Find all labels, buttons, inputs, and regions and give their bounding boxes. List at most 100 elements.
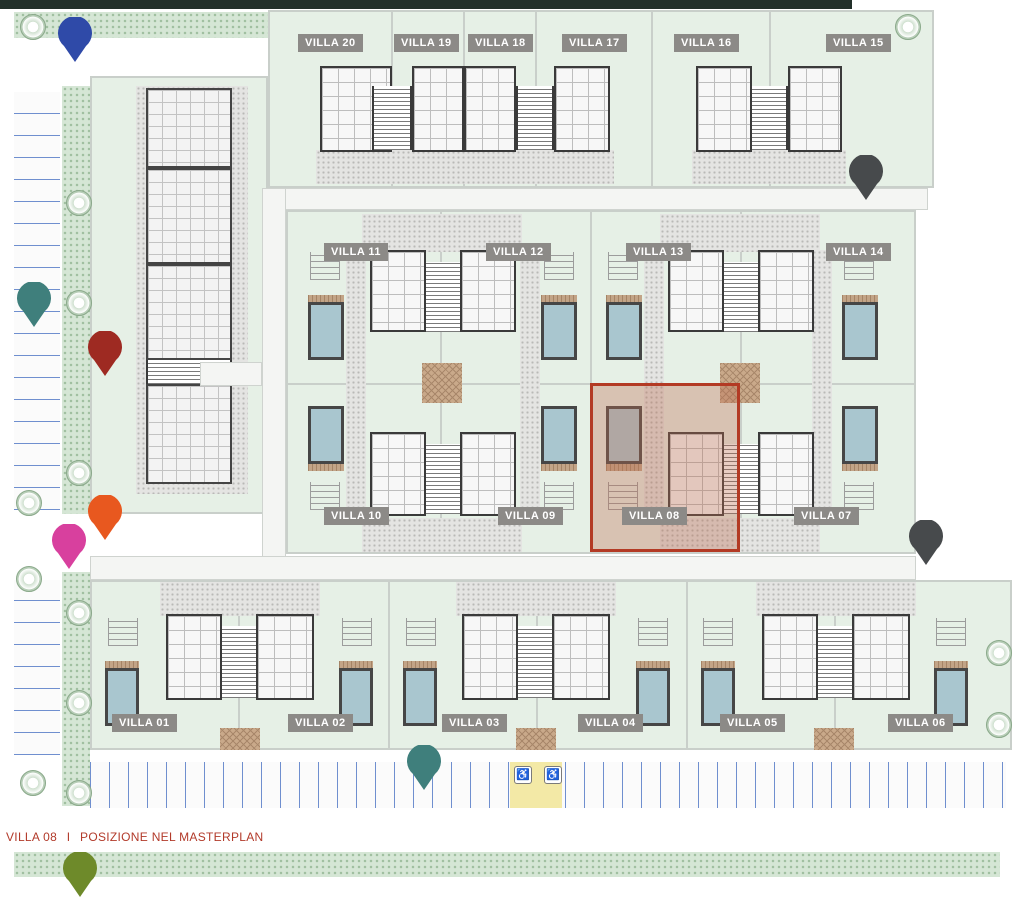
villa-17-label[interactable]: VILLA 17: [562, 34, 627, 52]
villa-19-label[interactable]: VILLA 19: [394, 34, 459, 52]
hedge-top: [14, 12, 268, 38]
tree-icon: [986, 712, 1012, 738]
villa-15-label[interactable]: VILLA 15: [826, 34, 891, 52]
tree-icon: [66, 780, 92, 806]
villa-09-house: [460, 432, 516, 516]
villa-14-label[interactable]: VILLA 14: [826, 243, 891, 261]
pergola: [844, 482, 874, 510]
caption-text: POSIZIONE NEL MASTERPLAN: [80, 830, 264, 844]
wood-deck: [220, 728, 260, 750]
villa-14-pool: [842, 302, 878, 360]
paving: [316, 150, 614, 184]
map-pin-icon[interactable]: [51, 524, 87, 570]
villa-02-house: [256, 614, 314, 700]
villa-09-label[interactable]: VILLA 09: [498, 507, 563, 525]
villa-18-house: [464, 66, 516, 152]
pool-deck: [636, 661, 670, 668]
villa-08-label[interactable]: VILLA 08: [622, 507, 687, 525]
villa-16-house: [696, 66, 752, 152]
villa-12-pool: [541, 302, 577, 360]
hedge-bottom: [14, 852, 1000, 877]
map-pin-icon[interactable]: [908, 520, 944, 566]
villa-03-label[interactable]: VILLA 03: [442, 714, 507, 732]
villa-13-pool: [606, 302, 642, 360]
villa-15-house: [788, 66, 842, 152]
tree-icon: [66, 290, 92, 316]
paving: [756, 582, 916, 616]
villa-05-label[interactable]: VILLA 05: [720, 714, 785, 732]
paving: [520, 250, 540, 520]
apartment-block-c: [146, 264, 232, 360]
parking-left-lower: [14, 580, 60, 755]
pergola: [936, 618, 966, 646]
villa-11-house: [370, 250, 426, 332]
paving: [692, 150, 846, 184]
villa-11-pool: [308, 302, 344, 360]
tree-icon: [986, 640, 1012, 666]
villa-06-house: [852, 614, 910, 700]
wood-deck: [422, 363, 462, 403]
villa-10-pool: [308, 406, 344, 464]
road-inner-west: [262, 188, 286, 564]
pergola: [406, 618, 436, 646]
stair: [424, 262, 462, 332]
villa-20-label[interactable]: VILLA 20: [298, 34, 363, 52]
villa-12-label[interactable]: VILLA 12: [486, 243, 551, 261]
villa-07-pool: [842, 406, 878, 464]
pool-deck: [541, 295, 577, 302]
apartment-block-a: [146, 88, 232, 168]
stair: [750, 86, 788, 150]
villa-05-house: [762, 614, 818, 700]
paving: [346, 250, 366, 520]
map-pin-icon[interactable]: [87, 331, 123, 377]
map-pin-icon[interactable]: [848, 155, 884, 201]
tree-icon: [66, 190, 92, 216]
villa-01-label[interactable]: VILLA 01: [112, 714, 177, 732]
pergola: [544, 482, 574, 510]
villa-07-label[interactable]: VILLA 07: [794, 507, 859, 525]
pool-deck: [606, 295, 642, 302]
road-access: [200, 362, 262, 386]
stair: [424, 444, 462, 514]
villa-08-highlight: [590, 383, 740, 552]
villa-13-label[interactable]: VILLA 13: [626, 243, 691, 261]
map-pin-icon[interactable]: [62, 852, 98, 898]
pool-deck: [105, 661, 139, 668]
pergola: [703, 618, 733, 646]
road-inner-south: [90, 556, 916, 580]
villa-11-label[interactable]: VILLA 11: [324, 243, 389, 261]
tree-icon: [16, 490, 42, 516]
pool-deck: [403, 661, 437, 668]
pergola: [608, 482, 638, 510]
pool-deck: [606, 464, 642, 471]
villa-02-label[interactable]: VILLA 02: [288, 714, 353, 732]
villa-04-label[interactable]: VILLA 04: [578, 714, 643, 732]
villa-10-label[interactable]: VILLA 10: [324, 507, 389, 525]
tree-icon: [20, 770, 46, 796]
paving: [456, 582, 616, 616]
divider: [651, 10, 653, 188]
accessible-parking-icon: ♿: [544, 766, 562, 784]
tree-icon: [20, 14, 46, 40]
villa-14-house: [758, 250, 814, 332]
pergola: [310, 482, 340, 510]
villa-12-house: [460, 250, 516, 332]
paving: [160, 582, 320, 616]
top-bar: [0, 0, 852, 9]
map-pin-icon[interactable]: [57, 17, 93, 63]
villa-05-pool: [701, 668, 735, 726]
villa-06-label[interactable]: VILLA 06: [888, 714, 953, 732]
villa-19-house: [412, 66, 464, 152]
villa-16-label[interactable]: VILLA 16: [674, 34, 739, 52]
villa-18-label[interactable]: VILLA 18: [468, 34, 533, 52]
map-pin-icon[interactable]: [87, 495, 123, 541]
map-pin-icon[interactable]: [16, 282, 52, 328]
pool-deck: [842, 464, 878, 471]
pergola: [108, 618, 138, 646]
pool-deck: [308, 295, 344, 302]
pool-deck: [842, 295, 878, 302]
villa-17-house: [554, 66, 610, 152]
tree-icon: [66, 600, 92, 626]
caption-villa: VILLA 08: [6, 830, 58, 844]
map-pin-icon[interactable]: [406, 745, 442, 791]
